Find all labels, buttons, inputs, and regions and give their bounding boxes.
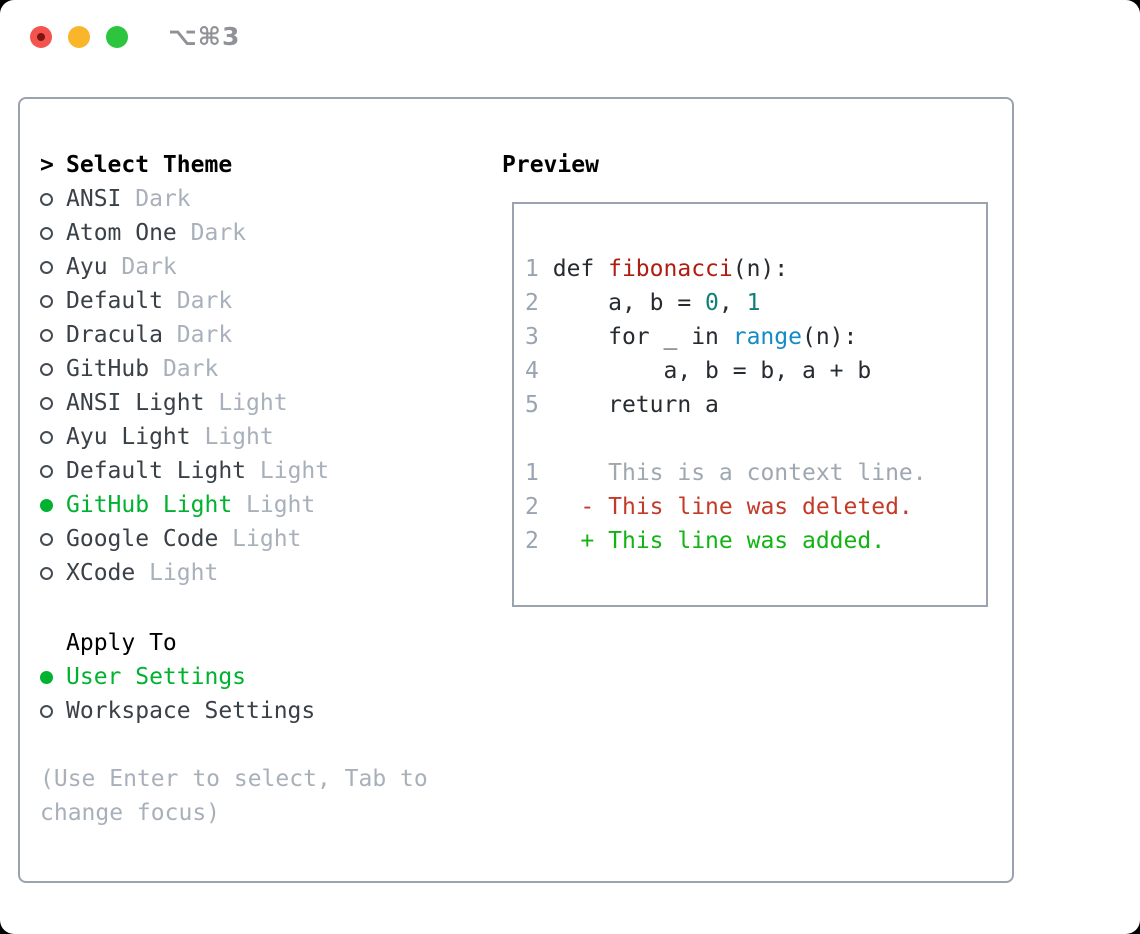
select-theme-header: > Select Theme — [40, 148, 232, 182]
apply-to-section: Apply To User Settings Workspace Setting… — [40, 626, 315, 728]
option-label: ANSI Light — [66, 390, 219, 416]
zoom-icon[interactable] — [106, 26, 128, 48]
option-label: Ayu — [66, 254, 122, 280]
theme-option-ansi[interactable]: ANSI Dark — [40, 182, 329, 216]
variant-tag: Light — [149, 560, 219, 586]
option-label: Default — [66, 288, 177, 314]
theme-option-xcode[interactable]: XCode Light — [40, 556, 329, 590]
variant-tag: Light — [218, 390, 288, 416]
theme-option-atom-one[interactable]: Atom One Dark — [40, 216, 329, 250]
minimize-icon[interactable] — [68, 26, 90, 48]
diff-line-context: 1 This is a context line. — [525, 460, 927, 486]
theme-option-ansi-light[interactable]: ANSI Light Light — [40, 386, 329, 420]
option-label: Dracula — [66, 322, 177, 348]
radio-unselected-icon — [40, 464, 53, 478]
variant-tag: Dark — [190, 220, 247, 246]
window-title: ⌥⌘3 — [168, 22, 241, 51]
apply-to-title: Apply To — [66, 630, 177, 656]
radio-unselected-icon — [40, 226, 53, 240]
theme-option-ayu-light[interactable]: Ayu Light Light — [40, 420, 329, 454]
radio-selected-icon — [40, 670, 53, 684]
diff-preview: 1 This is a context line. 2 - This line w… — [525, 456, 986, 558]
variant-tag: Light — [246, 492, 316, 518]
preview-title: Preview — [502, 152, 599, 178]
option-label: ANSI — [66, 186, 136, 212]
code-line: 3 for _ in range(n): — [525, 324, 858, 350]
code-line: 5 return a — [525, 392, 719, 418]
theme-option-default[interactable]: Default Dark — [40, 284, 329, 318]
variant-tag: Light — [259, 458, 330, 484]
option-label: User Settings — [66, 664, 247, 690]
option-label: Google Code — [66, 526, 233, 552]
apply-to-options: User Settings Workspace Settings — [40, 660, 315, 728]
radio-unselected-icon — [40, 192, 53, 206]
keyboard-hint: (Use Enter to select, Tab to change focu… — [40, 766, 428, 826]
option-label: GitHub Light — [66, 492, 247, 518]
variant-tag: Dark — [176, 288, 233, 314]
code-line: 1 def fibonacci(n): — [525, 256, 789, 282]
code-line: 2 a, b = 0, 1 — [525, 290, 761, 316]
radio-unselected-icon — [40, 704, 53, 718]
option-label: GitHub — [66, 356, 163, 382]
titlebar[interactable]: ⌥⌘3 — [0, 0, 1140, 74]
radio-selected-icon — [40, 498, 53, 512]
theme-option-ayu[interactable]: Ayu Dark — [40, 250, 329, 284]
variant-tag: Light — [232, 526, 302, 552]
radio-unselected-icon — [40, 396, 53, 410]
theme-picker-panel: > Select Theme ANSI Dark Atom One Dark A… — [18, 97, 1014, 883]
option-label: XCode — [66, 560, 150, 586]
variant-tag: Dark — [121, 254, 177, 280]
select-theme-title: Select Theme — [66, 152, 233, 178]
radio-unselected-icon — [40, 260, 53, 274]
radio-unselected-icon — [40, 362, 53, 376]
diff-line-deleted: 2 - This line was deleted. — [525, 494, 913, 520]
preview-box: 1 def fibonacci(n): 2 a, b = 0, 1 3 for _ … — [512, 202, 988, 607]
radio-unselected-icon — [40, 430, 53, 444]
theme-option-default-light[interactable]: Default Light Light — [40, 454, 329, 488]
code-line: 4 a, b = b, a + b — [525, 358, 872, 384]
variant-tag: Light — [204, 424, 274, 450]
radio-unselected-icon — [40, 328, 53, 342]
apply-option-user-settings[interactable]: User Settings — [40, 660, 315, 694]
option-label: Workspace Settings — [66, 698, 316, 724]
close-button[interactable] — [30, 26, 52, 48]
theme-option-github[interactable]: GitHub Dark — [40, 352, 329, 386]
theme-list: ANSI Dark Atom One Dark Ayu Dark Default… — [40, 182, 329, 590]
variant-tag: Dark — [135, 186, 191, 212]
option-label: Default Light — [66, 458, 260, 484]
variant-tag: Dark — [162, 356, 219, 382]
theme-option-github-light[interactable]: GitHub Light Light — [40, 488, 329, 522]
radio-unselected-icon — [40, 532, 53, 546]
variant-tag: Dark — [176, 322, 233, 348]
diff-line-added: 2 + This line was added. — [525, 528, 886, 554]
radio-unselected-icon — [40, 566, 53, 580]
apply-option-workspace-settings[interactable]: Workspace Settings — [40, 694, 315, 728]
code-preview: 1 def fibonacci(n): 2 a, b = 0, 1 3 for _ … — [525, 252, 986, 422]
radio-unselected-icon — [40, 294, 53, 308]
prompt-icon: > — [40, 152, 54, 178]
traffic-lights — [30, 26, 128, 48]
theme-option-google-code[interactable]: Google Code Light — [40, 522, 329, 556]
option-label: Atom One — [66, 220, 191, 246]
option-label: Ayu Light — [66, 424, 205, 450]
theme-option-dracula[interactable]: Dracula Dark — [40, 318, 329, 352]
